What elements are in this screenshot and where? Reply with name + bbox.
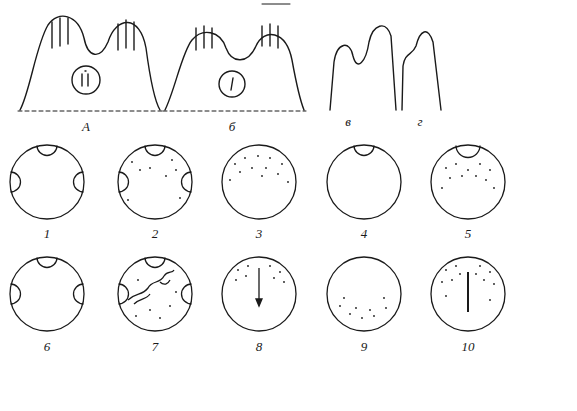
figure-letter: б [229,120,236,133]
callout-number: 5 [465,227,472,240]
figure-letter: г [417,115,422,128]
callout-number: 9 [361,340,368,353]
callout-number: 6 [44,340,51,353]
callout-number: 1 [44,227,51,240]
callout-number: 4 [361,227,368,240]
figure-letter: А [82,120,90,133]
figure-letter: в [345,115,351,128]
callout-number: 7 [152,340,159,353]
callout-number: 2 [152,227,159,240]
callout-number: 8 [256,340,263,353]
callout-number: 3 [256,227,263,240]
callout-number: 10 [462,340,475,353]
